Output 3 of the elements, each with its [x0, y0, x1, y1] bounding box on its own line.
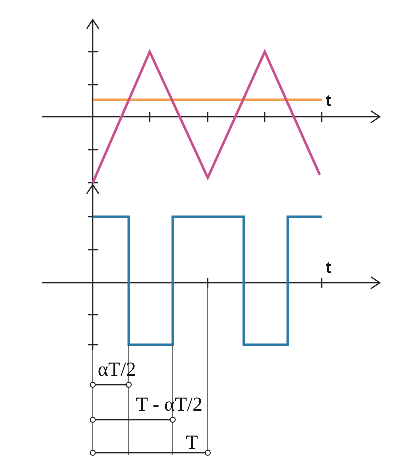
axis-label: t — [326, 261, 332, 277]
dimension-label: T — [186, 433, 198, 453]
axis-label: t — [326, 94, 332, 110]
